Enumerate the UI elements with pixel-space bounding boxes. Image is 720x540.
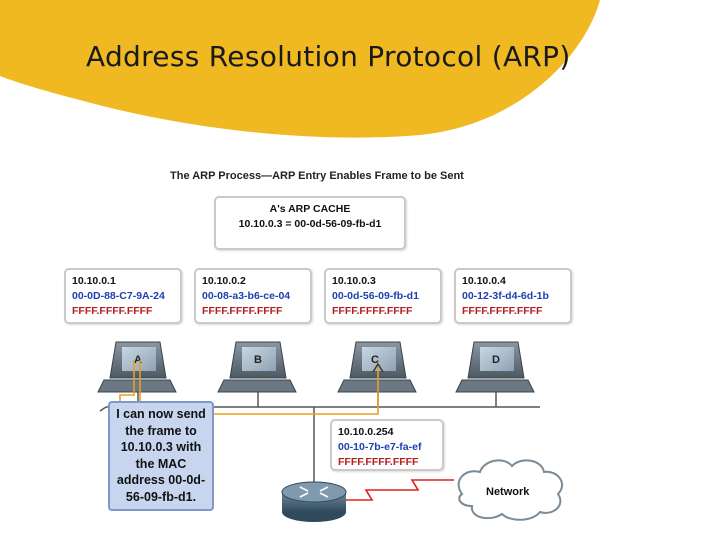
host-b-ip: 10.10.0.2 — [202, 275, 246, 287]
slide-title: Address Resolution Protocol (ARP) — [86, 40, 571, 73]
host-a-speech-bubble: I can now send the frame to 10.10.0.3 wi… — [108, 401, 214, 511]
host-a-mac: 00-0D-88-C7-9A-24 — [72, 290, 165, 302]
diagram-caption: The ARP Process—ARP Entry Enables Frame … — [170, 170, 464, 182]
host-a-ip: 10.10.0.1 — [72, 275, 116, 287]
network-label: Network — [486, 486, 530, 498]
host-c-mac: 00-0d-56-09-fb-d1 — [332, 290, 419, 302]
host-d-ip: 10.10.0.4 — [462, 275, 506, 287]
host-c-info-box: 10.10.0.3 00-0d-56-09-fb-d1 FFFF.FFFF.FF… — [324, 268, 442, 324]
host-d-mac: 00-12-3f-d4-6d-1b — [462, 290, 549, 302]
host-a-broadcast: FFFF.FFFF.FFFF — [72, 305, 153, 317]
host-d-info-box: 10.10.0.4 00-12-3f-d4-6d-1b FFFF.FFFF.FF… — [454, 268, 572, 324]
host-c-broadcast: FFFF.FFFF.FFFF — [332, 305, 413, 317]
host-d-broadcast: FFFF.FFFF.FFFF — [462, 305, 543, 317]
host-b-info-box: 10.10.0.2 00-08-a3-b6-ce-04 FFFF.FFFF.FF… — [194, 268, 312, 324]
router-mac: 00-10-7b-e7-fa-ef — [338, 441, 422, 453]
host-b-mac: 00-08-a3-b6-ce-04 — [202, 290, 291, 302]
arp-cache-entry: 10.10.0.3 = 00-0d-56-09-fb-d1 — [238, 218, 382, 230]
router-ip: 10.10.0.254 — [338, 426, 394, 438]
host-b-broadcast: FFFF.FFFF.FFFF — [202, 305, 283, 317]
router-broadcast: FFFF.FFFF.FFFF — [338, 456, 419, 468]
arp-cache-title: A's ARP CACHE — [269, 203, 351, 215]
router-info-box: 10.10.0.254 00-10-7b-e7-fa-ef FFFF.FFFF.… — [330, 419, 444, 471]
host-c-ip: 10.10.0.3 — [332, 275, 376, 287]
arp-cache-box: A's ARP CACHE 10.10.0.3 = 00-0d-56-09-fb… — [214, 196, 406, 250]
host-a-info-box: 10.10.0.1 00-0D-88-C7-9A-24 FFFF.FFFF.FF… — [64, 268, 182, 324]
